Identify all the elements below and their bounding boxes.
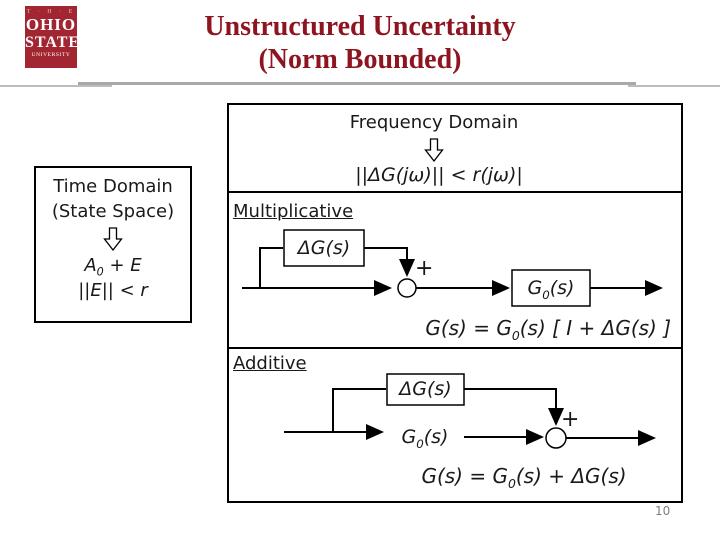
osu-logo-line2: STATE — [25, 34, 81, 51]
mult-g0-block — [511, 269, 591, 307]
multiplicative-formula: G(s) = G0(s) [ I + ΔG(s) ] — [425, 316, 671, 343]
osu-logo-line1: OHIO — [25, 15, 77, 34]
multiplicative-heading: Multiplicative — [233, 201, 354, 222]
formula-subscript: 0 — [416, 436, 424, 451]
formula-text: (s) [ I + ΔG(s) ] — [519, 316, 671, 340]
mult-delta-g-label: ΔG(s) — [297, 237, 351, 259]
mult-branch-line — [259, 247, 283, 288]
down-arrow-icon — [102, 227, 124, 252]
block-diagram-canvas — [242, 229, 663, 449]
additive-formula: G(s) = G0(s) + ΔG(s) — [399, 464, 649, 491]
formula-text: (s) — [549, 277, 575, 299]
header-rule-left — [0, 85, 112, 87]
section-divider — [229, 347, 681, 349]
additive-diagram — [284, 373, 656, 449]
formula-subscript: 0 — [542, 287, 550, 302]
osu-logo-the: T · H · E — [26, 9, 76, 15]
additive-heading: Additive — [233, 353, 307, 374]
frequency-domain-heading: Frequency Domain — [349, 112, 519, 133]
osu-logo: T · H · E OHIO STATE UNIVERSITY — [25, 6, 81, 68]
multiplicative-diagram — [242, 229, 663, 307]
time-domain-box: Time Domain (State Space) A0 + E ||E|| <… — [34, 166, 192, 323]
state-space-label: (State Space) — [51, 201, 175, 222]
add-g0-label: G0(s) — [386, 421, 464, 453]
frequency-domain-equation: ||ΔG(jω)|| < r(jω)| — [355, 164, 523, 186]
time-domain-label: Time Domain — [53, 176, 173, 197]
add-delta-g-label: ΔG(s) — [399, 378, 452, 400]
formula-text: G(s) = G — [425, 316, 512, 340]
add-delta-out-line — [464, 388, 564, 426]
add-plus-sign: + — [561, 407, 580, 432]
mult-sum-junction — [397, 278, 417, 298]
formula-subscript: 0 — [96, 265, 104, 279]
header-rule-right — [628, 85, 720, 87]
formula-text: (s) + ΔG(s) — [515, 464, 627, 488]
slide-title-line1: Unstructured Uncertainty — [204, 11, 516, 42]
section-divider — [229, 191, 681, 193]
header-rule — [78, 82, 636, 85]
formula-subscript: 0 — [507, 476, 516, 491]
formula-subscript: 0 — [511, 328, 520, 343]
formula-text: G(s) = G — [421, 464, 508, 488]
time-domain-formula-1: A0 + E — [36, 253, 190, 278]
formula-text: (s) — [423, 426, 449, 448]
add-branch-line — [332, 388, 386, 432]
mult-delta-out-line — [364, 247, 415, 277]
osu-logo-line3: UNIVERSITY — [31, 52, 71, 58]
frequency-domain-panel: Frequency Domain ||ΔG(jω)|| < r(jω)| — [227, 103, 683, 503]
mult-g0-label: G0(s) — [512, 270, 590, 306]
slide-title: Unstructured Uncertainty (Norm Bounded) — [0, 10, 720, 76]
formula-text: G — [527, 277, 543, 299]
slide-title-line2: (Norm Bounded) — [258, 44, 462, 75]
time-domain-formula-2: ||E|| < r — [78, 280, 148, 301]
down-arrow-icon — [423, 138, 445, 163]
formula-text: + E — [103, 255, 142, 276]
mult-plus-sign: + — [415, 256, 434, 281]
formula-text: G — [401, 426, 417, 448]
page-number: 10 — [655, 504, 671, 518]
formula-text: A — [84, 255, 97, 276]
